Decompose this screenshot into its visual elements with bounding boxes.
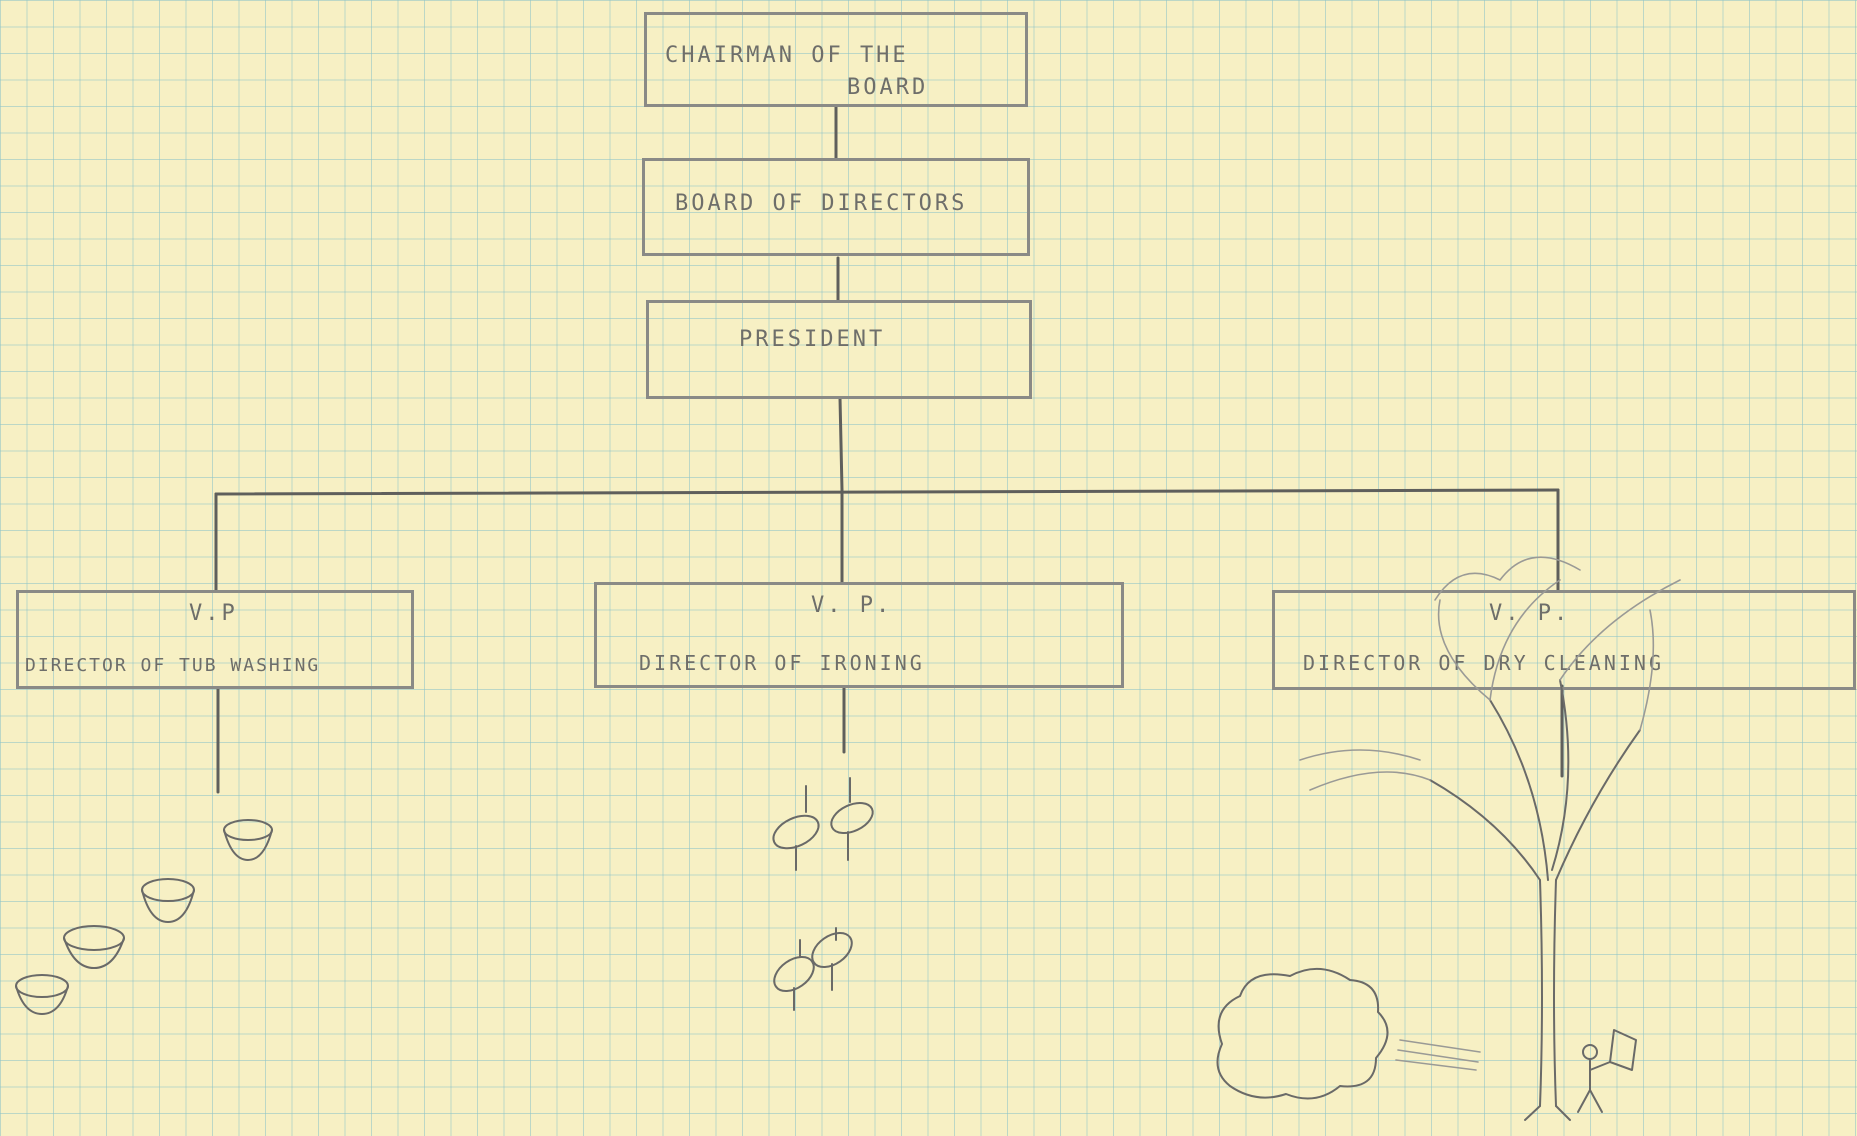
irons-sketch xyxy=(768,778,877,1010)
stick-figure-with-flag xyxy=(1578,1030,1636,1112)
tub-1 xyxy=(224,820,272,860)
tree-sketch xyxy=(1300,557,1680,1120)
tub-4 xyxy=(16,975,68,1014)
tubs-sketch xyxy=(16,820,272,1014)
iron-pair-bottom xyxy=(768,926,858,1010)
tub-3 xyxy=(64,926,124,968)
tub-2 xyxy=(142,879,194,922)
cloud-sketch xyxy=(1218,969,1481,1099)
iron-pair-top xyxy=(768,778,877,870)
